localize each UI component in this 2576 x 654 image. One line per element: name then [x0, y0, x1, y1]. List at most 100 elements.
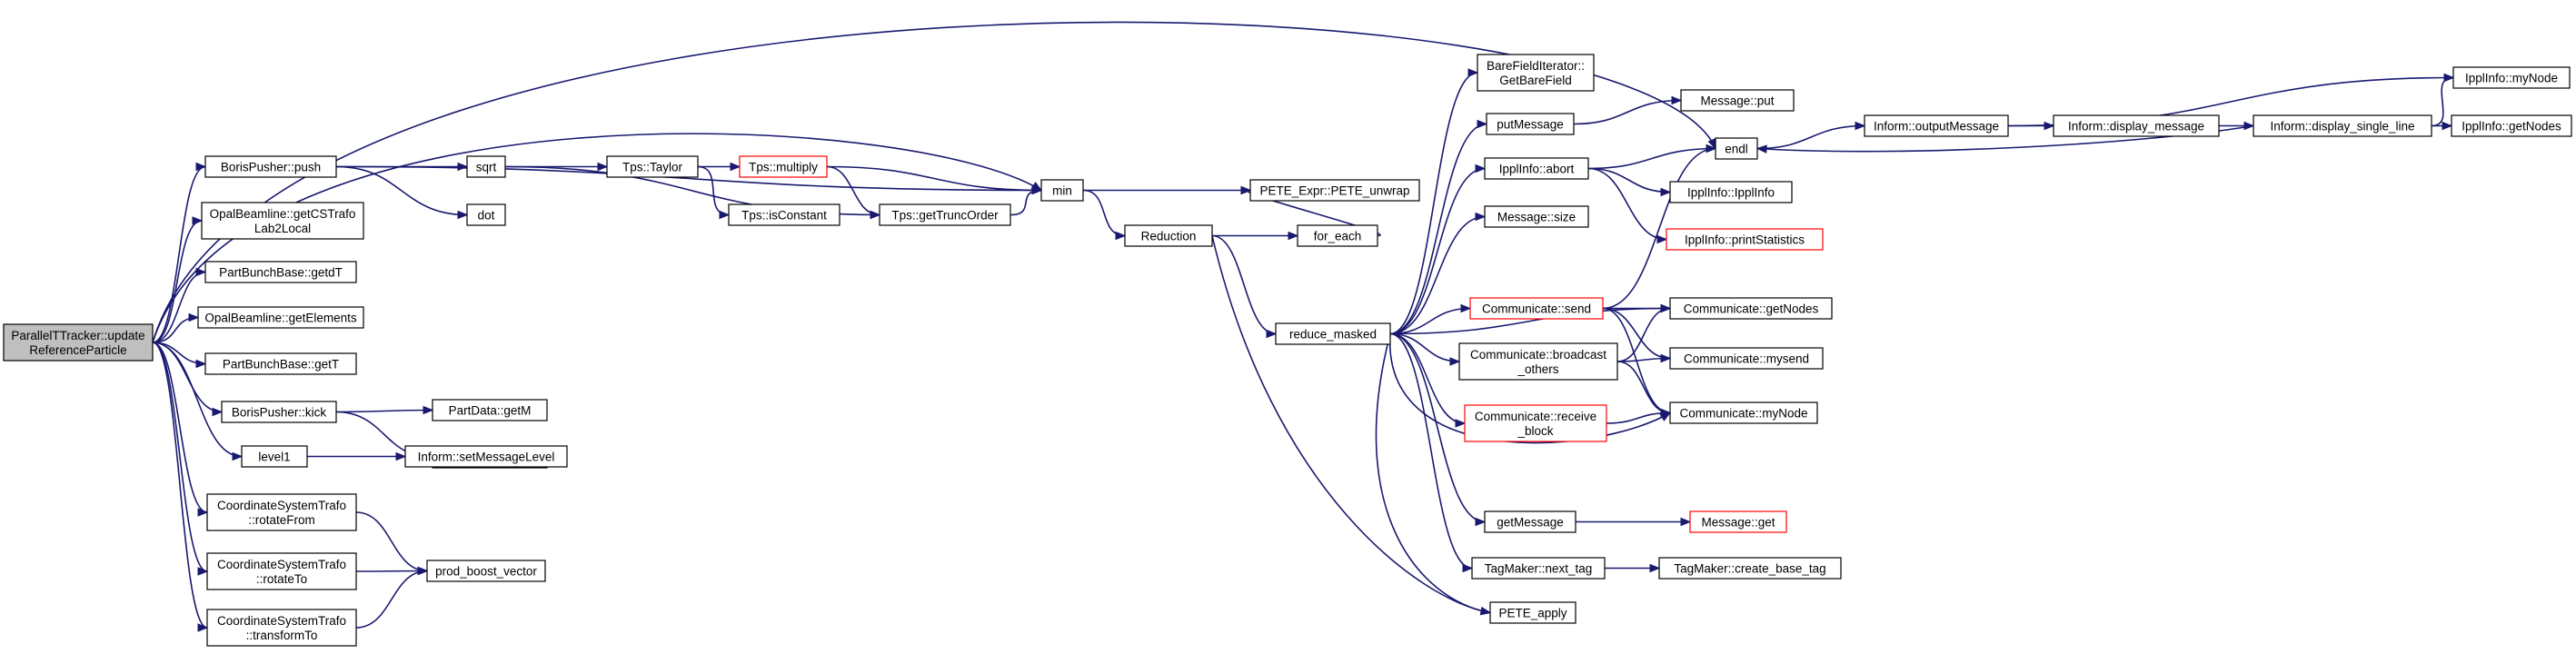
node-ipplmynode[interactable]: IpplInfo::myNode [2452, 66, 2571, 89]
node-foreach[interactable]: for_each [1297, 224, 1378, 247]
edge-reducemasked-to-commsend [1389, 303, 1472, 335]
edge-arrowhead [395, 451, 407, 461]
node-outputmsg[interactable]: Inform::outputMessage [1864, 114, 2009, 137]
node-printstats[interactable]: IpplInfo::printStatistics [1666, 228, 1824, 251]
edge-broadcast-to-commmynode [1616, 361, 1672, 418]
node-commgetnodes[interactable]: Communicate::getNodes [1669, 297, 1833, 320]
node-level1[interactable]: level1 [241, 445, 308, 468]
node-label: getMessage [1497, 516, 1564, 530]
edge-taylor-to-isconstant [697, 165, 731, 220]
node-getelements[interactable]: OpalBeamline::getElements [197, 306, 364, 329]
node-dot[interactable]: dot [466, 203, 506, 226]
node-setmsglevel[interactable]: Inform::setMessageLevel [404, 445, 568, 468]
node-peteapply[interactable]: PETE_apply [1489, 601, 1576, 624]
edge-displayline-to-ipplgetnodes [2432, 121, 2453, 131]
node-peteunwrap[interactable]: PETE_Expr::PETE_unwrap [1249, 179, 1420, 202]
node-min[interactable]: min [1040, 179, 1084, 202]
node-gettrunc[interactable]: Tps::getTruncOrder [879, 203, 1011, 226]
node-label: Communicate::receive [1475, 410, 1596, 423]
node-box [1689, 510, 1787, 533]
node-nexttag[interactable]: TagMaker::next_tag [1471, 557, 1606, 580]
node-box [2053, 114, 2220, 137]
node-msgget[interactable]: Message::get [1689, 510, 1787, 533]
edge-line [1389, 72, 1478, 335]
node-box [1669, 181, 1793, 203]
node-transformto[interactable]: CoordinateSystemTrafo::transformTo [206, 609, 357, 647]
node-receiveblock[interactable]: Communicate::receive_block [1464, 404, 1607, 442]
node-displaymsg[interactable]: Inform::display_message [2053, 114, 2220, 137]
node-sqrt[interactable]: sqrt [466, 155, 506, 178]
edge-arrowhead [1462, 563, 1474, 573]
node-msgput[interactable]: Message::put [1680, 89, 1795, 112]
node-label: dot [478, 209, 495, 223]
edge-arrowhead [195, 359, 207, 369]
node-getm[interactable]: PartData::getM [432, 399, 548, 421]
node-commsend[interactable]: Communicate::send [1469, 297, 1604, 320]
node-commmysend[interactable]: Communicate::mysend [1669, 347, 1824, 370]
node-getbarefield[interactable]: BareFieldIterator::GetBareField [1477, 54, 1595, 92]
node-label: IpplInfo::IpplInfo [1687, 186, 1775, 200]
edge-receiveblock-to-commmynode [1606, 408, 1672, 424]
node-abort[interactable]: IpplInfo::abort [1484, 157, 1589, 180]
node-rotatefrom[interactable]: CoordinateSystemTrafo::rotateFrom [206, 493, 357, 531]
node-commmynode[interactable]: Communicate::myNode [1669, 401, 1818, 424]
node-multiply[interactable]: Tps::multiply [739, 155, 828, 178]
edge-arrowhead [197, 508, 209, 517]
node-displayline[interactable]: Inform::display_single_line [2253, 114, 2432, 137]
edge-line [152, 342, 208, 572]
node-label: BorisPusher::kick [232, 406, 327, 420]
node-label: CoordinateSystemTrafo [217, 558, 346, 571]
edge-arrowhead [195, 267, 207, 277]
node-box [1658, 557, 1842, 580]
edge-line [1010, 189, 1042, 216]
node-box [1486, 113, 1575, 135]
edge-arrowhead [1855, 121, 1866, 131]
edge-root-to-level1 [152, 342, 244, 461]
node-boriskick[interactable]: BorisPusher::kick [221, 401, 337, 423]
node-rotateto[interactable]: CoordinateSystemTrafo::rotateTo [206, 552, 357, 590]
node-putmessage[interactable]: putMessage [1486, 113, 1575, 135]
edge-line [1389, 307, 1471, 335]
node-msgsize[interactable]: Message::size [1484, 205, 1589, 228]
node-gett[interactable]: PartBunchBase::getT [204, 352, 357, 375]
edge-line [1389, 332, 1486, 523]
edges-layer [152, 21, 2455, 632]
edge-arrowhead [457, 210, 469, 220]
node-endl[interactable]: endl [1715, 137, 1758, 160]
node-getmessage[interactable]: getMessage [1484, 510, 1576, 533]
node-box [204, 261, 357, 283]
edge-root-to-getelements [152, 312, 200, 343]
node-prodboost[interactable]: prod_boost_vector [426, 560, 546, 582]
node-label: BareFieldIterator:: [1487, 59, 1585, 73]
edge-arrowhead [212, 407, 224, 417]
node-label: PartData::getM [449, 404, 532, 418]
node-isconstant[interactable]: Tps::isConstant [728, 203, 840, 226]
edge-line [2431, 76, 2454, 127]
edge-arrowhead [730, 162, 741, 172]
node-label: ::rotateTo [256, 572, 307, 586]
node-broadcast[interactable]: Communicate::broadcast_others [1458, 342, 1618, 381]
edge-line [1587, 147, 1716, 170]
edge-reducemasked-to-getbarefield [1389, 68, 1479, 335]
edge-putmessage-to-msgput [1573, 95, 1683, 125]
node-box [426, 560, 546, 582]
node-borispush[interactable]: BorisPusher::push [204, 155, 337, 178]
node-createbasetag[interactable]: TagMaker::create_base_tag [1658, 557, 1842, 580]
node-ipplinfo[interactable]: IpplInfo::IpplInfo [1669, 181, 1793, 203]
node-label: Communicate::mysend [1684, 352, 1809, 366]
node-reducemasked[interactable]: reduce_masked [1275, 322, 1391, 345]
node-box [1669, 297, 1833, 320]
edge-arrowhead [1475, 517, 1487, 527]
edge-arrowhead [1475, 212, 1487, 222]
node-ipplgetnodes[interactable]: IpplInfo::getNodes [2451, 114, 2572, 137]
node-reduction[interactable]: Reduction [1124, 224, 1213, 247]
edge-reducemasked-to-peteapply [1375, 333, 1492, 616]
node-label: Tps::Taylor [622, 161, 683, 174]
node-getdt[interactable]: PartBunchBase::getdT [204, 261, 357, 283]
node-root[interactable]: ParallelTTracker::updateReferenceParticl… [3, 323, 154, 362]
node-label: PETE_apply [1498, 607, 1566, 620]
node-label: Tps::multiply [749, 161, 818, 174]
node-taylor[interactable]: Tps::Taylor [606, 155, 699, 178]
node-label: TagMaker::next_tag [1485, 562, 1593, 576]
